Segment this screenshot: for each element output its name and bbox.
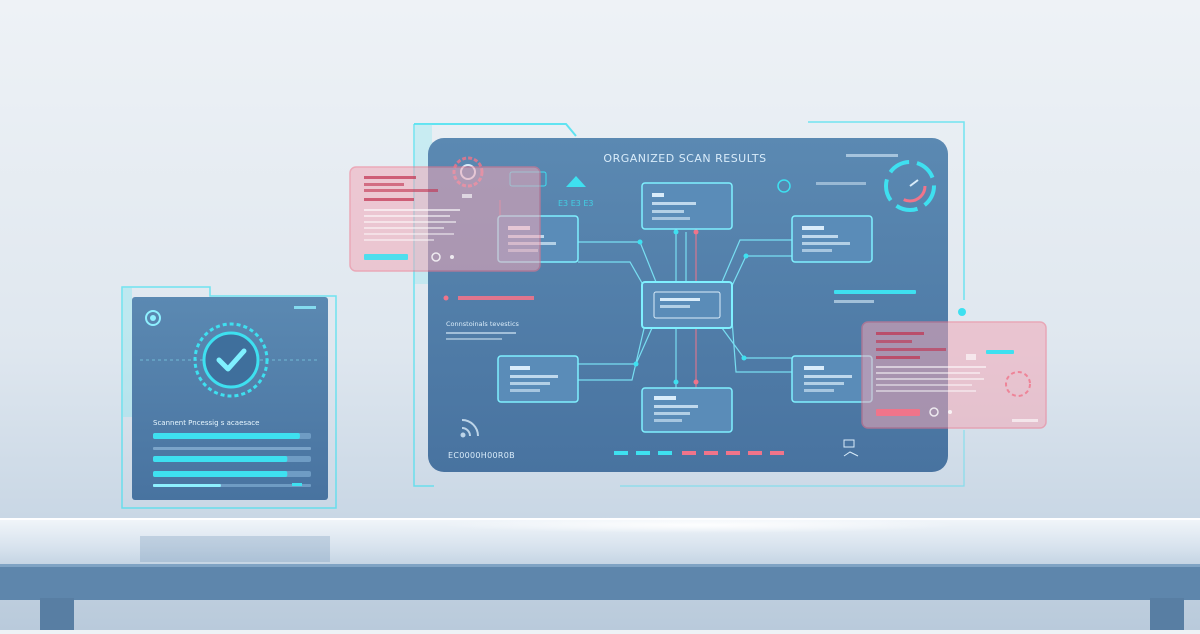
node-card: [791, 215, 873, 263]
section-caption: Connstoinals tevestics: [446, 320, 520, 328]
scan-status-label: Scannent Pncessig s acaesace: [153, 419, 259, 427]
node-card: [791, 355, 873, 403]
node-card-central: [641, 281, 733, 329]
gauge-icon: [884, 160, 936, 212]
progress-bar-fill: [153, 484, 221, 487]
alert-card: [349, 166, 541, 272]
node-card: [497, 355, 579, 403]
footer-code: EC0000H00R0B: [448, 451, 515, 460]
alert-card: [861, 321, 1047, 429]
scan-results-panel: ORGANIZED SCAN RESULTS E3 E3 E3: [413, 121, 966, 487]
check-circle-icon: [193, 322, 269, 398]
progress-bars: [153, 433, 311, 487]
scan-status-panel: Scannent Pncessig s acaesace: [121, 286, 337, 509]
svg-text:E3 E3 E3: E3 E3 E3: [558, 199, 594, 208]
progress-bar-fill: [153, 471, 288, 477]
desk: [0, 517, 1200, 630]
panel-title: ORGANIZED SCAN RESULTS: [603, 152, 766, 165]
progress-bar-fill: [153, 456, 288, 462]
node-card: [641, 182, 733, 230]
gear-icon: [145, 310, 161, 326]
signal-icon: [460, 419, 479, 438]
progress-bar-fill: [153, 433, 300, 439]
node-card: [641, 387, 733, 433]
status-indicators: [614, 451, 784, 455]
